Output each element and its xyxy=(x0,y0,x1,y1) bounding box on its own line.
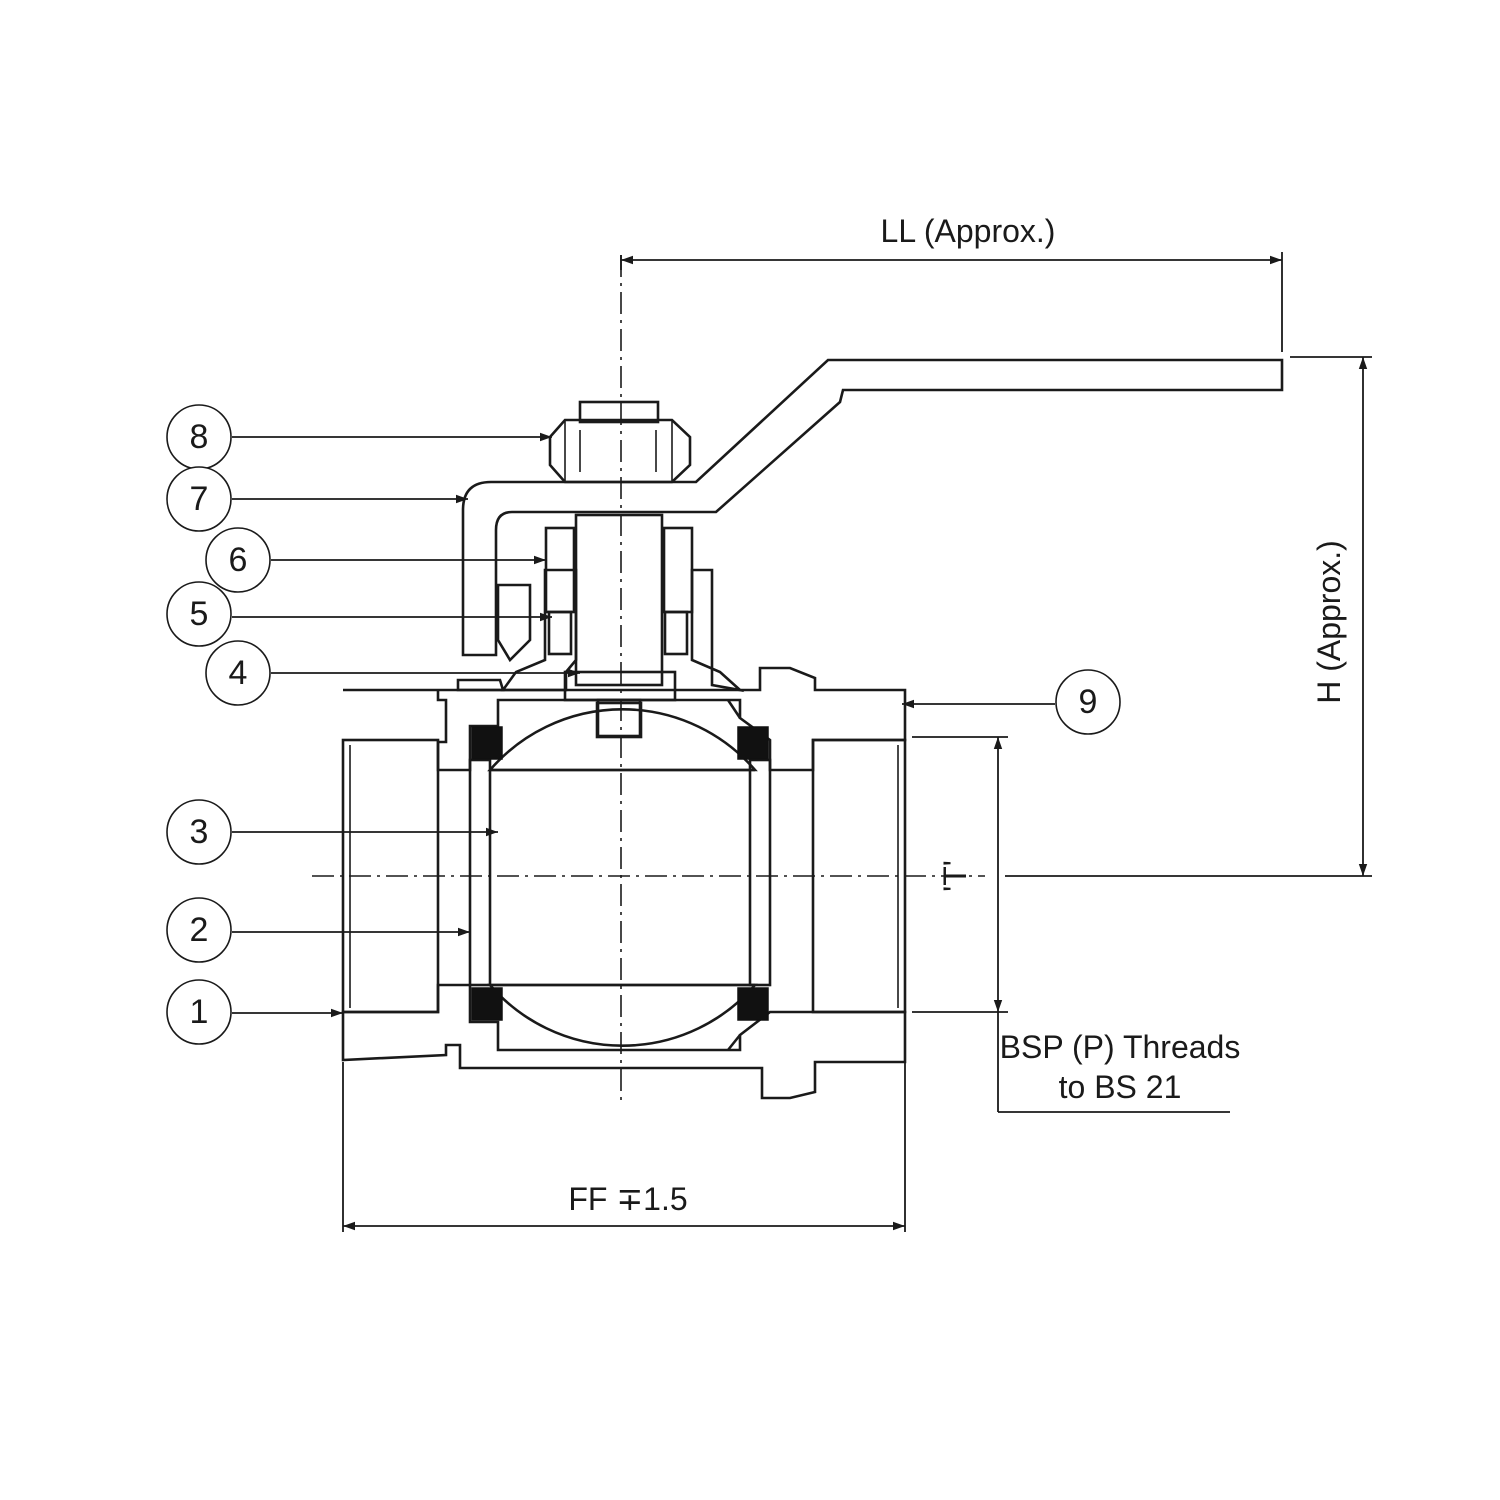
dimension-h xyxy=(1005,356,1372,877)
callout-6: 6 xyxy=(205,527,546,593)
svg-text:9: 9 xyxy=(1079,683,1098,721)
callout-4: 4 xyxy=(205,640,580,706)
callout-8: 8 xyxy=(166,404,552,470)
callout-1: 1 xyxy=(166,979,343,1045)
nut xyxy=(548,400,692,484)
svg-text:1: 1 xyxy=(190,993,209,1031)
svg-text:7: 7 xyxy=(190,480,209,518)
callout-7: 7 xyxy=(166,466,468,532)
svg-text:6: 6 xyxy=(229,541,248,579)
ball xyxy=(487,701,758,1047)
ff-label: FF ∓1.5 xyxy=(568,1181,687,1217)
seat-left xyxy=(468,726,503,1021)
valve-body xyxy=(341,666,907,1100)
h-label: H (Approx.) xyxy=(1311,540,1347,704)
stem xyxy=(563,513,677,738)
svg-text:4: 4 xyxy=(229,654,248,692)
dimension-ll xyxy=(620,252,1283,352)
svg-text:5: 5 xyxy=(190,595,209,633)
svg-text:2: 2 xyxy=(190,911,209,949)
gland-nut xyxy=(544,526,694,614)
thread-note-line-1: BSP (P) Threads xyxy=(1000,1029,1241,1065)
svg-text:3: 3 xyxy=(190,813,209,851)
svg-text:8: 8 xyxy=(190,418,209,456)
callout-2: 2 xyxy=(166,897,470,963)
thread-note-line-2: to BS 21 xyxy=(1059,1069,1182,1105)
gland-packing xyxy=(547,610,689,656)
dimension-t xyxy=(912,736,1008,1013)
thread-note-leader xyxy=(997,1012,1230,1113)
t-label: 'T' xyxy=(937,860,973,892)
callout-5: 5 xyxy=(166,581,552,647)
seat-right xyxy=(737,726,772,1021)
handle xyxy=(461,358,1284,657)
callout-3: 3 xyxy=(166,799,498,865)
ll-label: LL (Approx.) xyxy=(881,213,1056,249)
callout-9: 9 xyxy=(902,669,1121,735)
dimension-ff xyxy=(342,1062,906,1232)
